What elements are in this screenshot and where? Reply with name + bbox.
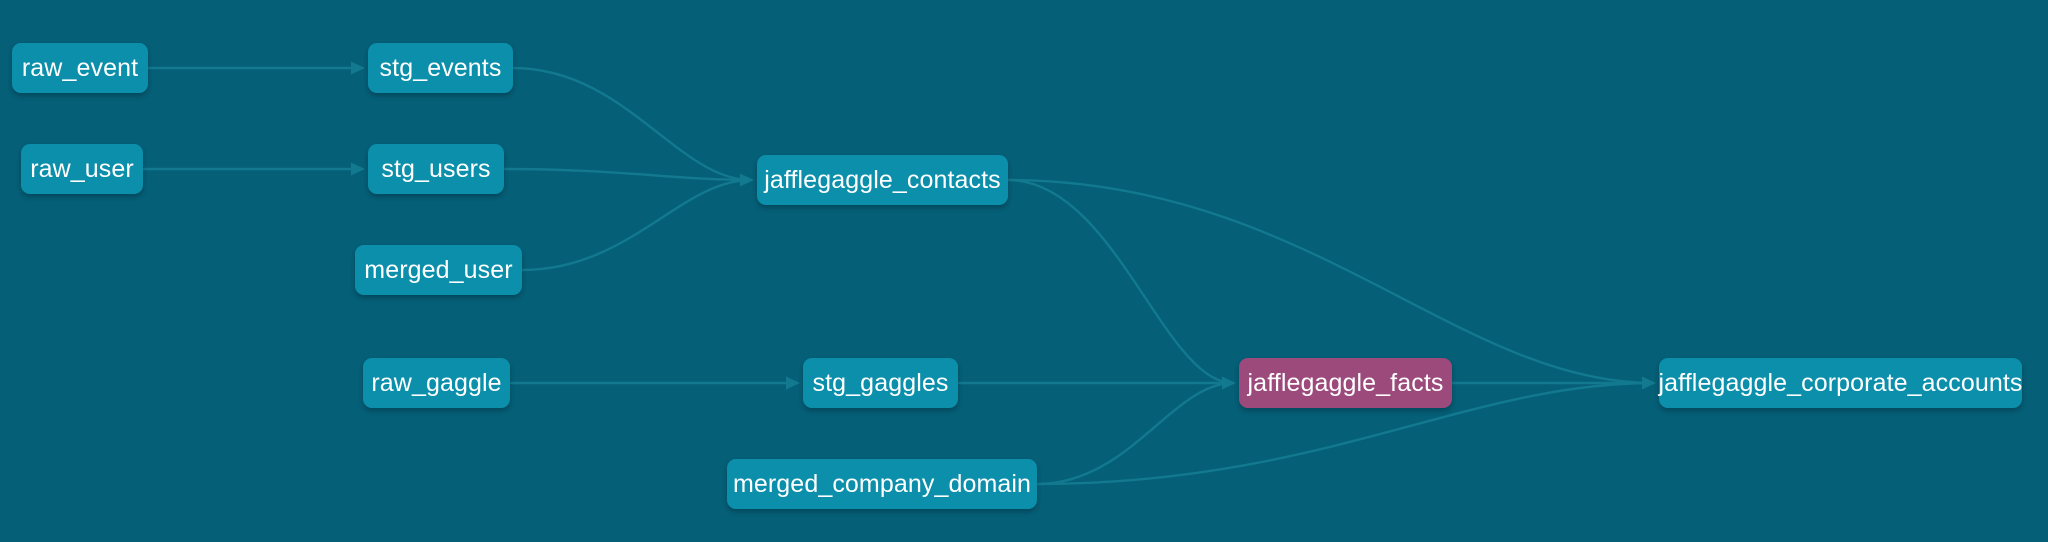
graph-node-label: merged_user	[364, 255, 513, 284]
graph-node-raw_event[interactable]: raw_event	[12, 43, 148, 93]
graph-edge-arrowhead-jafflegaggle_corporate_accounts	[1642, 376, 1656, 390]
graph-node-jafflegaggle_contacts[interactable]: jafflegaggle_contacts	[757, 155, 1008, 205]
graph-node-label: raw_user	[30, 154, 134, 183]
graph-node-label: raw_gaggle	[371, 368, 502, 397]
graph-edge-arrowhead-stg_events	[351, 61, 365, 75]
graph-node-label: stg_users	[381, 154, 491, 183]
graph-edge-arrowhead-jafflegaggle_contacts	[740, 173, 754, 187]
graph-node-label: merged_company_domain	[732, 469, 1032, 498]
graph-node-stg_users[interactable]: stg_users	[368, 144, 504, 194]
graph-node-jafflegaggle_facts[interactable]: jafflegaggle_facts	[1239, 358, 1452, 408]
graph-node-stg_gaggles[interactable]: stg_gaggles	[803, 358, 958, 408]
graph-node-jafflegaggle_corporate_accounts[interactable]: jafflegaggle_corporate_accounts	[1659, 358, 2022, 408]
graph-edge-stg_events-to-jafflegaggle_contacts	[511, 66, 753, 182]
graph-edge-jafflegaggle_contacts-to-jafflegaggle_corporate_accounts	[1006, 178, 1655, 385]
graph-node-label: jafflegaggle_corporate_accounts	[1658, 368, 2023, 397]
graph-edge-arrowhead-jafflegaggle_facts	[1222, 376, 1236, 390]
graph-edge-arrowhead-stg_gaggles	[786, 376, 800, 390]
graph-node-stg_events[interactable]: stg_events	[368, 43, 513, 93]
graph-node-label: raw_event	[21, 53, 139, 82]
graph-node-merged_user[interactable]: merged_user	[355, 245, 522, 295]
graph-node-label: jafflegaggle_contacts	[764, 165, 1001, 194]
graph-edge-arrowhead-stg_users	[351, 162, 365, 176]
graph-node-label: stg_events	[379, 53, 502, 82]
graph-edge-stg_users-to-jafflegaggle_contacts	[502, 167, 753, 182]
graph-node-label: stg_gaggles	[812, 368, 949, 397]
graph-node-merged_company_domain[interactable]: merged_company_domain	[727, 459, 1037, 509]
graph-node-raw_gaggle[interactable]: raw_gaggle	[363, 358, 510, 408]
graph-node-label: jafflegaggle_facts	[1247, 368, 1444, 397]
graph-edge-merged_user-to-jafflegaggle_contacts	[520, 178, 753, 272]
graph-edge-jafflegaggle_contacts-to-jafflegaggle_facts	[1006, 178, 1235, 385]
graph-node-raw_user[interactable]: raw_user	[21, 144, 143, 194]
graph-edge-merged_company_domain-to-jafflegaggle_facts	[1035, 381, 1235, 486]
